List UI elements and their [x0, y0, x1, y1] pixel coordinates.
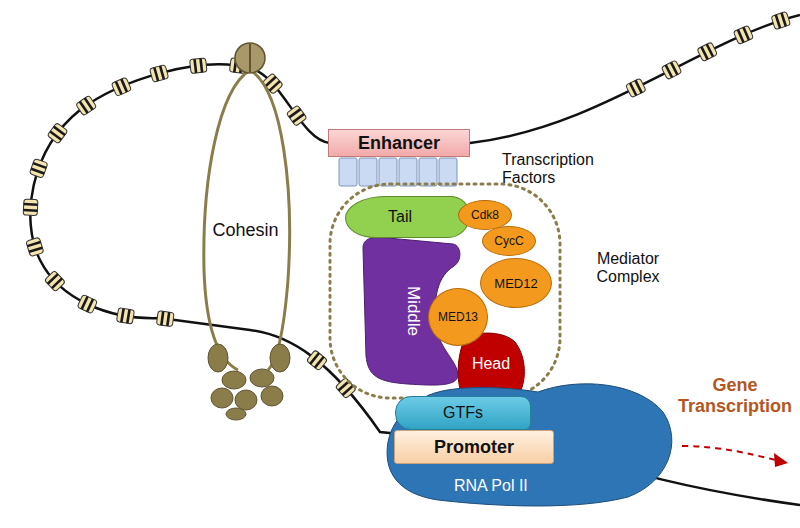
- promoter-box: Promoter: [394, 430, 554, 464]
- node-label: Enhancer: [358, 133, 440, 154]
- node-label: MED13: [438, 310, 478, 324]
- nucleosome: [697, 42, 718, 62]
- enhancer-box: Enhancer: [328, 129, 470, 157]
- nucleosome: [77, 294, 97, 313]
- med12-subunit: MED12: [480, 258, 552, 308]
- node-label: Head: [472, 355, 510, 373]
- nucleosome: [23, 199, 38, 216]
- node-label: Cdk8: [471, 208, 499, 222]
- cycc-subunit: CycC: [482, 226, 536, 256]
- nucleosome: [26, 237, 44, 256]
- annotation-label-holder: Transcription Factors: [500, 150, 620, 188]
- nucleosome: [190, 58, 207, 74]
- nucleosome: [150, 65, 169, 83]
- nucleosome: [47, 123, 68, 144]
- annotation-label: Transcription Factors: [500, 150, 620, 188]
- process-label: Gene Transcription: [674, 374, 796, 418]
- node-label: RNA Pol II: [454, 477, 528, 495]
- nucleosome: [306, 350, 327, 371]
- nucleosome: [286, 105, 307, 126]
- process-label-holder: Gene Transcription: [674, 374, 796, 418]
- nucleosome: [29, 158, 48, 178]
- node-label: Tail: [388, 208, 412, 226]
- nucleosome: [771, 11, 791, 29]
- med13-subunit: MED13: [428, 288, 488, 346]
- mediator-complex: Mediator Complex Tail Cdk8CycC Middle MED12M…: [328, 182, 690, 402]
- node-label: Promoter: [434, 437, 514, 458]
- node-label: MED12: [494, 276, 537, 291]
- tail-module: Tail: [345, 196, 470, 238]
- nucleosome: [262, 73, 283, 94]
- nucleosome: [626, 78, 647, 98]
- node-label: Middle: [403, 286, 423, 336]
- cohesin-ring: Cohesin: [188, 40, 303, 420]
- nucleosome: [661, 60, 682, 80]
- nucleosome: [116, 308, 134, 324]
- node-label: Cohesin: [188, 220, 303, 241]
- node-label: CycC: [494, 234, 523, 248]
- gtf-complex: GTFs: [395, 396, 531, 430]
- nucleosome: [156, 311, 174, 327]
- nucleosome: [335, 377, 356, 398]
- nucleosome: [733, 25, 753, 44]
- nucleosome: [111, 77, 131, 96]
- node-label: Mediator Complex: [568, 250, 688, 286]
- nucleosome: [76, 95, 97, 116]
- node-label: GTFs: [443, 404, 483, 422]
- nucleosome: [44, 270, 65, 291]
- transcription-factors: [339, 158, 457, 186]
